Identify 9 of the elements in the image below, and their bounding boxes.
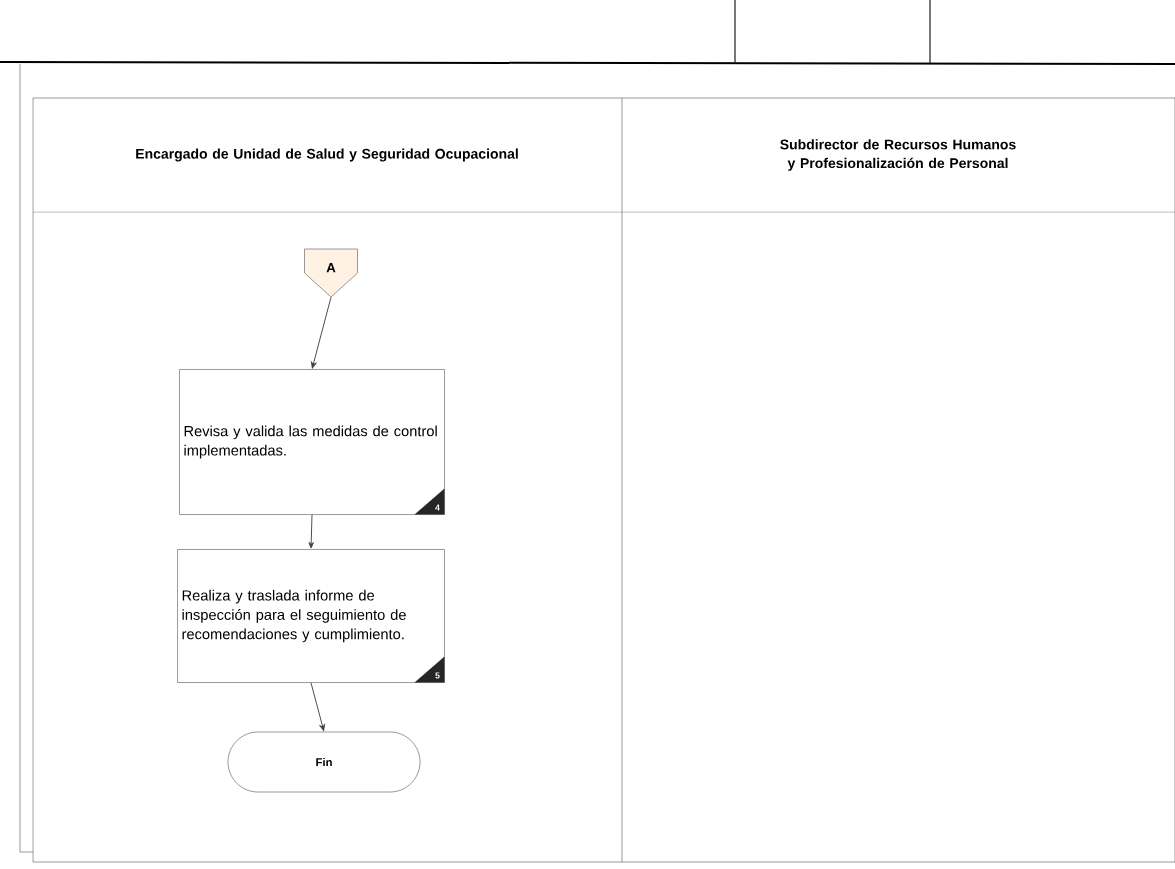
arrow [311, 296, 332, 369]
lane-header: Subdirector de Recursos Humanos y Profesionalización de Personal [780, 139, 1016, 171]
arrow [310, 682, 325, 731]
process-box: Revisa y valida las medidas de control implementadas. 4 [179, 369, 445, 515]
lane-header: Encargado de Unidad de Salud y Seguridad Ocupacional [136, 148, 518, 162]
offpage-connector: A [304, 248, 358, 298]
arrow [308, 514, 314, 549]
process-box: Realiza y traslada informe de inspección para el seguimiento de recomendaciones y cumplimiento. 5 [177, 549, 445, 683]
terminal-box: Fin [227, 731, 421, 793]
